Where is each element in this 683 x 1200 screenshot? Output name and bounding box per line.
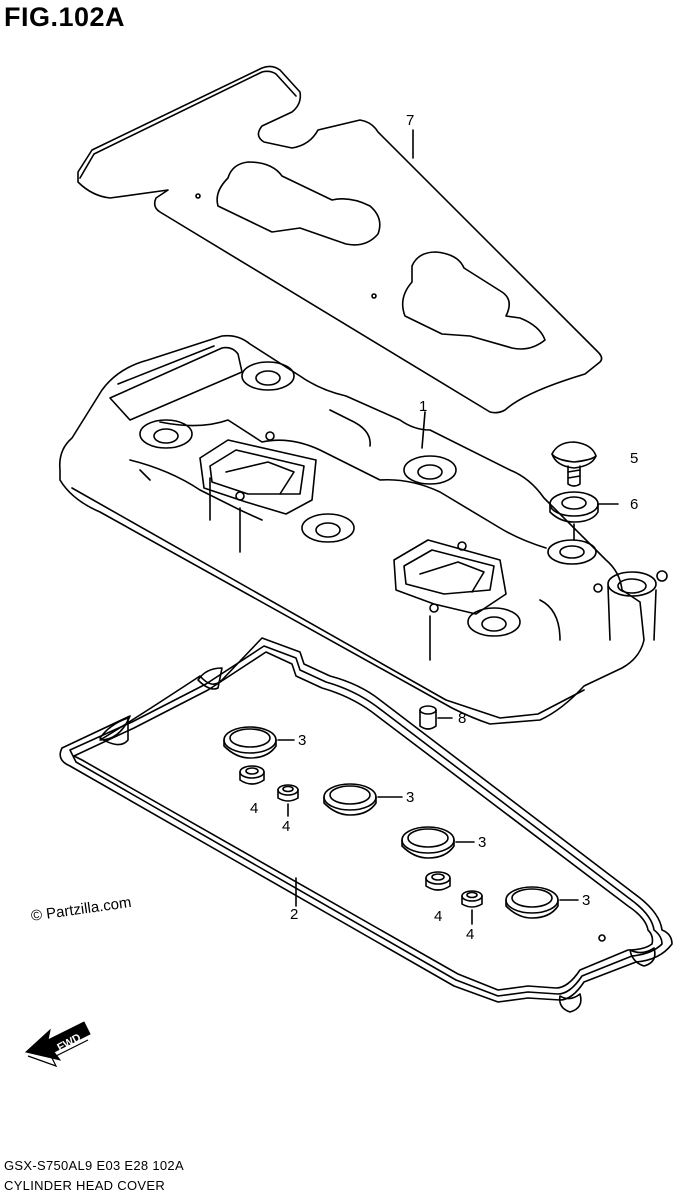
part-6-grommet (549, 491, 599, 523)
part-7-cover-gasket (77, 65, 603, 414)
callout-5: 5 (630, 450, 639, 467)
part-3-plug-seals (223, 726, 559, 919)
callout-1: 1 (419, 398, 428, 415)
part-1-cylinder-head-cover (58, 334, 668, 725)
callout-3-a: 3 (298, 732, 307, 749)
callout-6: 6 (630, 496, 639, 513)
part-8-dowel-pin (419, 705, 437, 730)
callout-4-d: 4 (466, 926, 475, 943)
part-2-head-cover-gasket (59, 637, 673, 1013)
callout-3-c: 3 (478, 834, 487, 851)
callout-7: 7 (406, 112, 415, 129)
leader-1 (421, 411, 426, 449)
callout-2: 2 (290, 906, 299, 923)
fwd-arrow-icon: FWD (24, 1021, 91, 1068)
callout-4-c: 4 (434, 908, 443, 925)
callout-3-b: 3 (406, 789, 415, 806)
callout-4-b: 4 (282, 818, 291, 835)
callout-8: 8 (458, 710, 467, 727)
part-5-bolt (551, 441, 597, 487)
callout-4-a: 4 (250, 800, 259, 817)
callout-3-d: 3 (582, 892, 591, 909)
figure-name: CYLINDER HEAD COVER (4, 1178, 166, 1193)
figure-title: FIG.102A (4, 2, 126, 32)
figure-code: GSX-S750AL9 E03 E28 102A (4, 1158, 184, 1173)
part-4-small-seals (239, 765, 483, 908)
